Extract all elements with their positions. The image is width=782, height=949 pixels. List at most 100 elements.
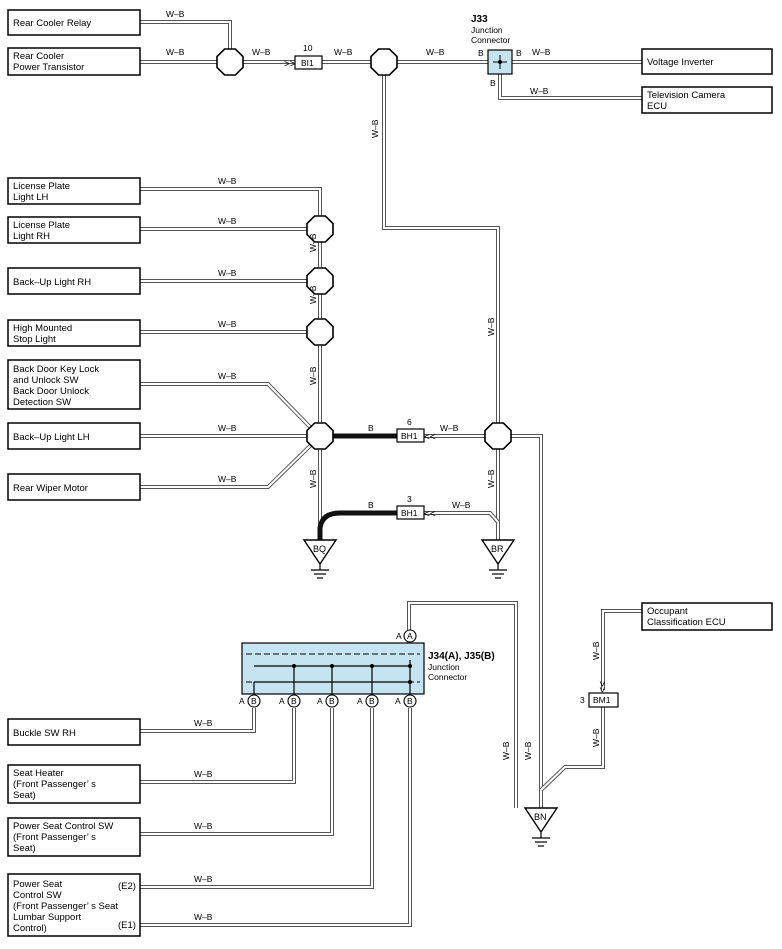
voltage-inverter: Voltage Inverter bbox=[641, 48, 773, 75]
wire-color-label: W–B bbox=[486, 317, 496, 336]
license-plate-light-rh: License Plate Light RH bbox=[7, 216, 141, 244]
pin-circle bbox=[325, 694, 339, 708]
ground-label: BR bbox=[491, 544, 504, 554]
wire-color-label: W–B bbox=[218, 176, 237, 186]
splice-point bbox=[370, 48, 398, 76]
rear-wiper-motor: Rear Wiper Motor bbox=[7, 473, 141, 501]
wire-color-label: W–B bbox=[591, 641, 601, 660]
oce-line1: Occupant bbox=[647, 606, 688, 617]
high-mounted-stop-light: High Mounted Stop Light bbox=[7, 319, 141, 347]
wire-color-label: W–B bbox=[452, 500, 471, 510]
lpl-rh-line2: Light RH bbox=[13, 231, 50, 242]
wire-color-label: W–B bbox=[218, 319, 237, 329]
buckle-label: Buckle SW RH bbox=[13, 728, 76, 739]
lpl-lh-line2: Light LH bbox=[13, 192, 49, 203]
rear-cooler-relay: Rear Cooler Relay bbox=[7, 9, 141, 36]
wire-color-label: W–B bbox=[252, 47, 271, 57]
wire-color-label: W–B bbox=[218, 216, 237, 226]
sh-line1: Seat Heater bbox=[13, 768, 64, 779]
oce-line2: Classification ECU bbox=[647, 617, 726, 628]
rcpt-line1: Rear Cooler bbox=[13, 51, 64, 62]
voltage-inverter-label: Voltage Inverter bbox=[647, 57, 714, 68]
wire-color-label: W–B bbox=[166, 9, 185, 19]
psl-line5: Control) bbox=[13, 923, 47, 934]
hmsl-line1: High Mounted bbox=[13, 323, 72, 334]
connector-bm1: >> BM1 3 bbox=[580, 681, 619, 708]
wire-color-label: W–B bbox=[194, 769, 213, 779]
ground-label: BQ bbox=[313, 544, 326, 554]
splice-point bbox=[306, 215, 334, 243]
pscs-line1: Power Seat Control SW bbox=[13, 821, 113, 832]
pin-letter-b: B bbox=[369, 696, 375, 706]
pin-circle bbox=[287, 694, 301, 708]
television-camera-ecu: Television Camera ECU bbox=[641, 86, 773, 114]
tv-line1: Television Camera bbox=[647, 90, 726, 101]
splice-point bbox=[216, 48, 244, 76]
bi1-id: BI1 bbox=[301, 58, 314, 68]
wire-color-label: W–B bbox=[308, 233, 318, 252]
wire-color-label: W–B bbox=[218, 423, 237, 433]
connector-bh1-3: BH1 << 3 bbox=[396, 494, 436, 520]
bh1-3-pin: 3 bbox=[407, 494, 412, 504]
j34-top-pin-letter: A bbox=[396, 631, 402, 641]
ground-triangle-icon bbox=[480, 539, 516, 566]
splice-points bbox=[216, 48, 512, 450]
pin-letter-a: A bbox=[317, 696, 323, 706]
wire-color-label: W–B bbox=[194, 718, 213, 728]
splice-point bbox=[306, 267, 334, 295]
junction-connector-j33: J33 Junction Connector B B B bbox=[471, 14, 522, 88]
ground-triangle-icon bbox=[302, 539, 338, 566]
bh1-6-pin: 6 bbox=[407, 417, 412, 427]
junction-connector-j34-j35: J34(A), J35(B) Junction Connector A A bbox=[241, 629, 495, 695]
bm1-pin: 3 bbox=[580, 695, 585, 705]
chevron-bi1-icon: >> bbox=[284, 59, 296, 70]
back-up-light-rh: Back–Up Light RH bbox=[7, 267, 141, 295]
wire-color-label: W–B bbox=[530, 86, 549, 96]
lpl-rh-line1: License Plate bbox=[13, 220, 70, 231]
psl-line4: Lumbar Support bbox=[13, 912, 81, 923]
pscs-line2: (Front Passenger’ s bbox=[13, 832, 96, 843]
wire-color-label: W–B bbox=[308, 366, 318, 385]
pin-letter-b: B bbox=[291, 696, 297, 706]
wire-color-label: W–B bbox=[426, 47, 445, 57]
rcpt-line2: Power Transistor bbox=[13, 62, 84, 73]
lpl-lh-line1: License Plate bbox=[13, 181, 70, 192]
wire-color-label: W–B bbox=[194, 874, 213, 884]
bul-lh-label: Back–Up Light LH bbox=[13, 432, 90, 443]
j33-name1: Junction bbox=[471, 25, 503, 35]
bi1-pin: 10 bbox=[303, 43, 313, 53]
wire-color-label: B bbox=[368, 423, 374, 433]
sh-line2: (Front Passenger’ s bbox=[13, 779, 96, 790]
wire-color-label: W–B bbox=[591, 728, 601, 747]
bh1-6-id: BH1 bbox=[401, 431, 418, 441]
wire-color-label: W–B bbox=[194, 912, 213, 922]
chevron-bh1-6-icon: << bbox=[424, 432, 436, 443]
wire-color-label: W–B bbox=[440, 423, 459, 433]
splice-point bbox=[306, 318, 334, 346]
pin-tag-e2: (E2) bbox=[118, 881, 136, 892]
seat-heater: Seat Heater (Front Passenger’ s Seat) bbox=[7, 764, 141, 804]
wire-color-label: W–B bbox=[334, 47, 353, 57]
splice-point bbox=[306, 422, 334, 450]
bdkl-line4: Detection SW bbox=[13, 397, 71, 408]
j33-pin-right: B bbox=[516, 48, 522, 58]
pin-letter-a: A bbox=[279, 696, 285, 706]
sh-line3: Seat) bbox=[13, 790, 36, 801]
connector-bi1: >> BI1 10 bbox=[284, 43, 323, 70]
pin-tag-e1: (E1) bbox=[118, 920, 136, 931]
bh1-3-id: BH1 bbox=[401, 508, 418, 518]
j34-name2: Connector bbox=[428, 672, 467, 682]
back-up-light-lh: Back–Up Light LH bbox=[7, 422, 141, 450]
pin-letter-a: A bbox=[395, 696, 401, 706]
bdkl-line1: Back Door Key Lock bbox=[13, 364, 99, 375]
occupant-classification-ecu: Occupant Classification ECU bbox=[641, 602, 773, 631]
psl-line2: Control SW bbox=[13, 890, 62, 901]
wire-color-label: W–B bbox=[532, 47, 551, 57]
bm1-id: BM1 bbox=[593, 695, 611, 705]
wire-color-label: W–B bbox=[523, 741, 533, 760]
wire-color-label: W–B bbox=[370, 119, 380, 138]
wire-color-label: W–B bbox=[194, 821, 213, 831]
license-plate-light-lh: License Plate Light LH bbox=[7, 177, 141, 205]
